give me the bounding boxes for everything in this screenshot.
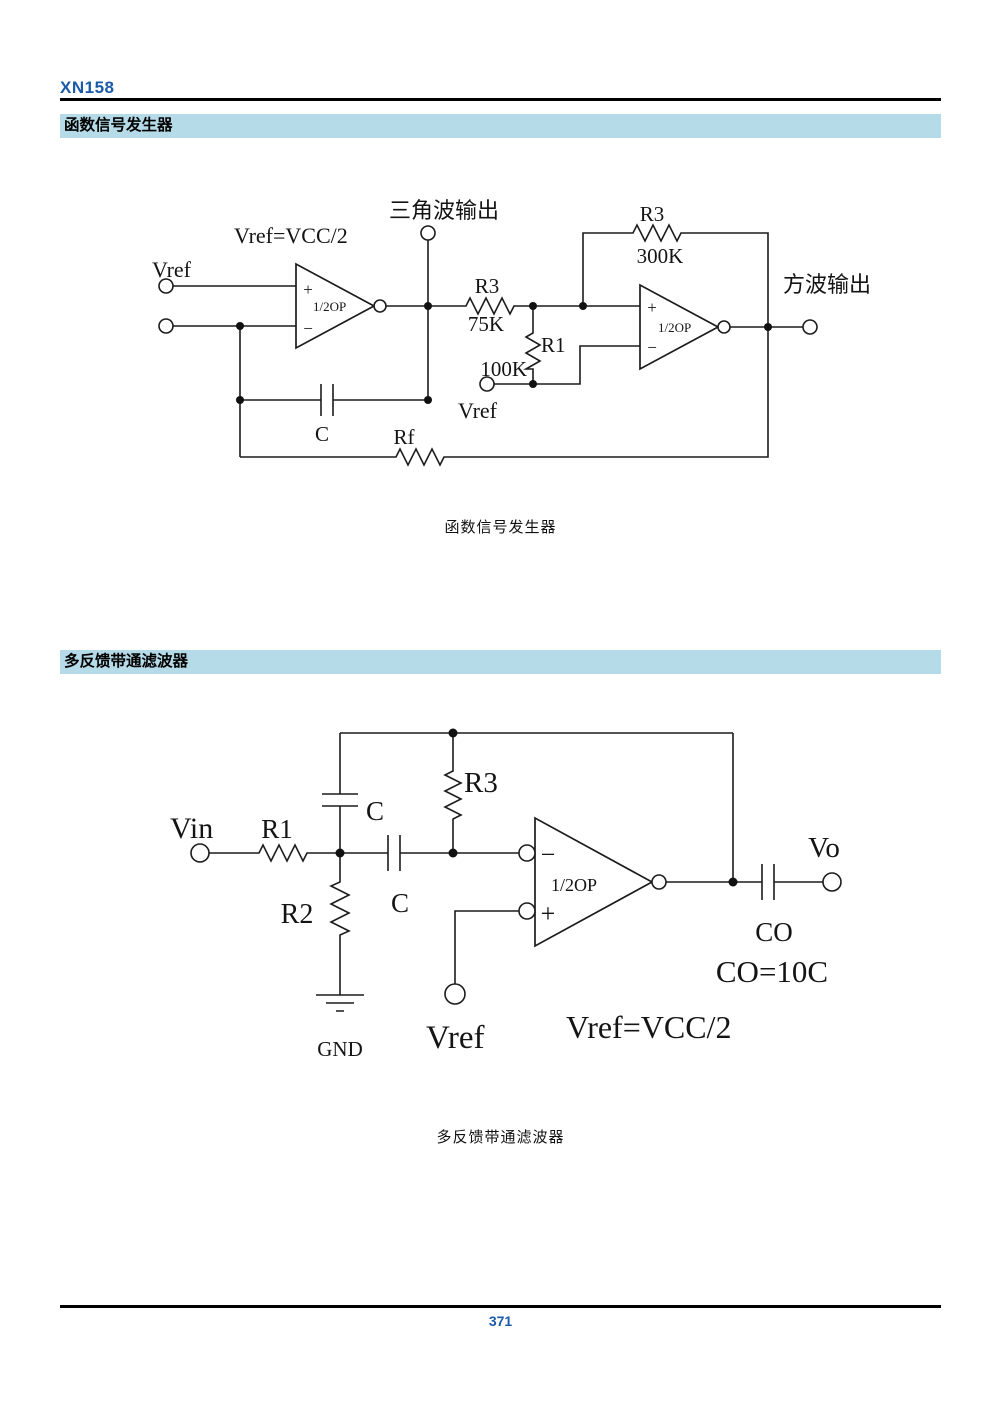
junction-dot [448,848,458,858]
label-vref-eq: Vref=VCC/2 [234,223,348,248]
label-r1-value: 100K [480,357,527,381]
function-generator-schematic: 三角波输出 Vref=VCC/2 Vref + − 1/2OP R3 75K R… [152,198,871,467]
label-c-top: C [366,796,384,826]
opamp2-minus-sign: − [647,338,657,357]
footer-rule [60,1305,941,1308]
section2-header: 多反馈带通滤波器 [60,650,941,674]
doc-id: XN158 [60,78,115,97]
resistor-r1-100k [522,330,542,372]
circuit1-caption: 函数信号发生器 [444,519,557,536]
label-gnd: GND [317,1037,363,1061]
page-number: 371 [488,1313,513,1329]
junction-dot [579,302,587,310]
section1-title: 函数信号发生器 [64,117,173,134]
opamp2-triangle [639,283,720,371]
input2-terminal [158,318,174,334]
opamp-noninverting-input-node [518,902,536,920]
resistor-r2 [329,878,351,938]
label-r1: R1 [541,333,566,357]
label-vin: Vin [170,812,213,845]
resistor-r3-75k [463,296,517,316]
opamp1-plus-sign: + [303,280,313,299]
label-cap-c: C [315,422,329,446]
label-triangle-output: 三角波输出 [389,198,499,223]
opamp2-label: 1/2OP [658,320,691,335]
triangle-output-terminal [420,225,436,241]
opamp-label: 1/2OP [551,875,597,895]
junction-dot [529,302,537,310]
opamp-minus-sign: − [541,840,556,869]
label-r3a: R3 [475,274,500,298]
junction-dot [448,728,458,738]
label-vref-in: Vref [152,257,192,282]
label-r3b-value: 300K [637,244,684,268]
junction-dot [529,380,537,388]
circuit2-caption: 多反馈带通滤波器 [436,1129,565,1146]
label-rf: Rf [394,425,415,449]
label-vref-ref: Vref [458,398,498,423]
capacitor-c-series [387,835,401,871]
wires [173,232,803,458]
resistor-r1 [256,843,312,863]
vref-terminal [444,983,466,1005]
junction-dot [424,396,432,404]
opamp-triangle [534,816,654,948]
label-r3a-value: 75K [468,312,504,336]
header-rule [60,98,941,101]
vref-ref-terminal [479,376,495,392]
resistor-rf [393,447,447,467]
label-square-output: 方波输出 [783,272,871,297]
vref-input-terminal [158,278,174,294]
opamp2-plus-sign: + [647,298,657,317]
junction-dot [728,877,738,887]
vin-terminal [190,843,210,863]
label-vref: Vref [426,1020,484,1056]
resistor-r3-300k [630,223,688,243]
section1-header: 函数信号发生器 [60,114,941,138]
bandpass-filter-schematic: Vin R1 C R3 R2 C − + 1/2OP Vo CO CO=10C … [170,728,842,1061]
square-output-terminal [802,319,818,335]
label-c-series: C [391,888,409,918]
junction-dot [424,302,432,310]
junction-dots [335,728,738,887]
label-r3b: R3 [640,202,665,226]
resistor-r3 [443,768,463,822]
junction-dot [236,322,244,330]
section2-title: 多反馈带通滤波器 [64,653,189,670]
gnd-symbol [316,994,364,1012]
label-r3: R3 [464,767,498,799]
opamp-output-node [651,874,667,890]
label-r2: R2 [281,899,314,930]
opamp2-output-node [717,320,731,334]
label-vref-equation: Vref=VCC/2 [566,1009,731,1045]
capacitor-c [320,384,334,416]
label-r1: R1 [261,814,293,844]
opamp1-minus-sign: − [303,319,313,338]
opamp-inverting-input-node [518,844,536,862]
opamp1-label: 1/2OP [313,299,346,314]
junction-dot [236,396,244,404]
capacitor-c-top [322,793,358,807]
label-co: CO [755,917,793,947]
junction-dots [236,302,772,404]
junction-dot [335,848,345,858]
opamp1-output-node [373,299,387,313]
opamp-plus-sign: + [541,899,556,928]
opamp1-triangle [295,262,376,350]
vo-terminal [822,872,842,892]
wires [209,732,823,995]
label-co-equation: CO=10C [716,954,828,989]
capacitor-co [761,864,775,900]
junction-dot [764,323,772,331]
label-vo: Vo [808,832,840,864]
